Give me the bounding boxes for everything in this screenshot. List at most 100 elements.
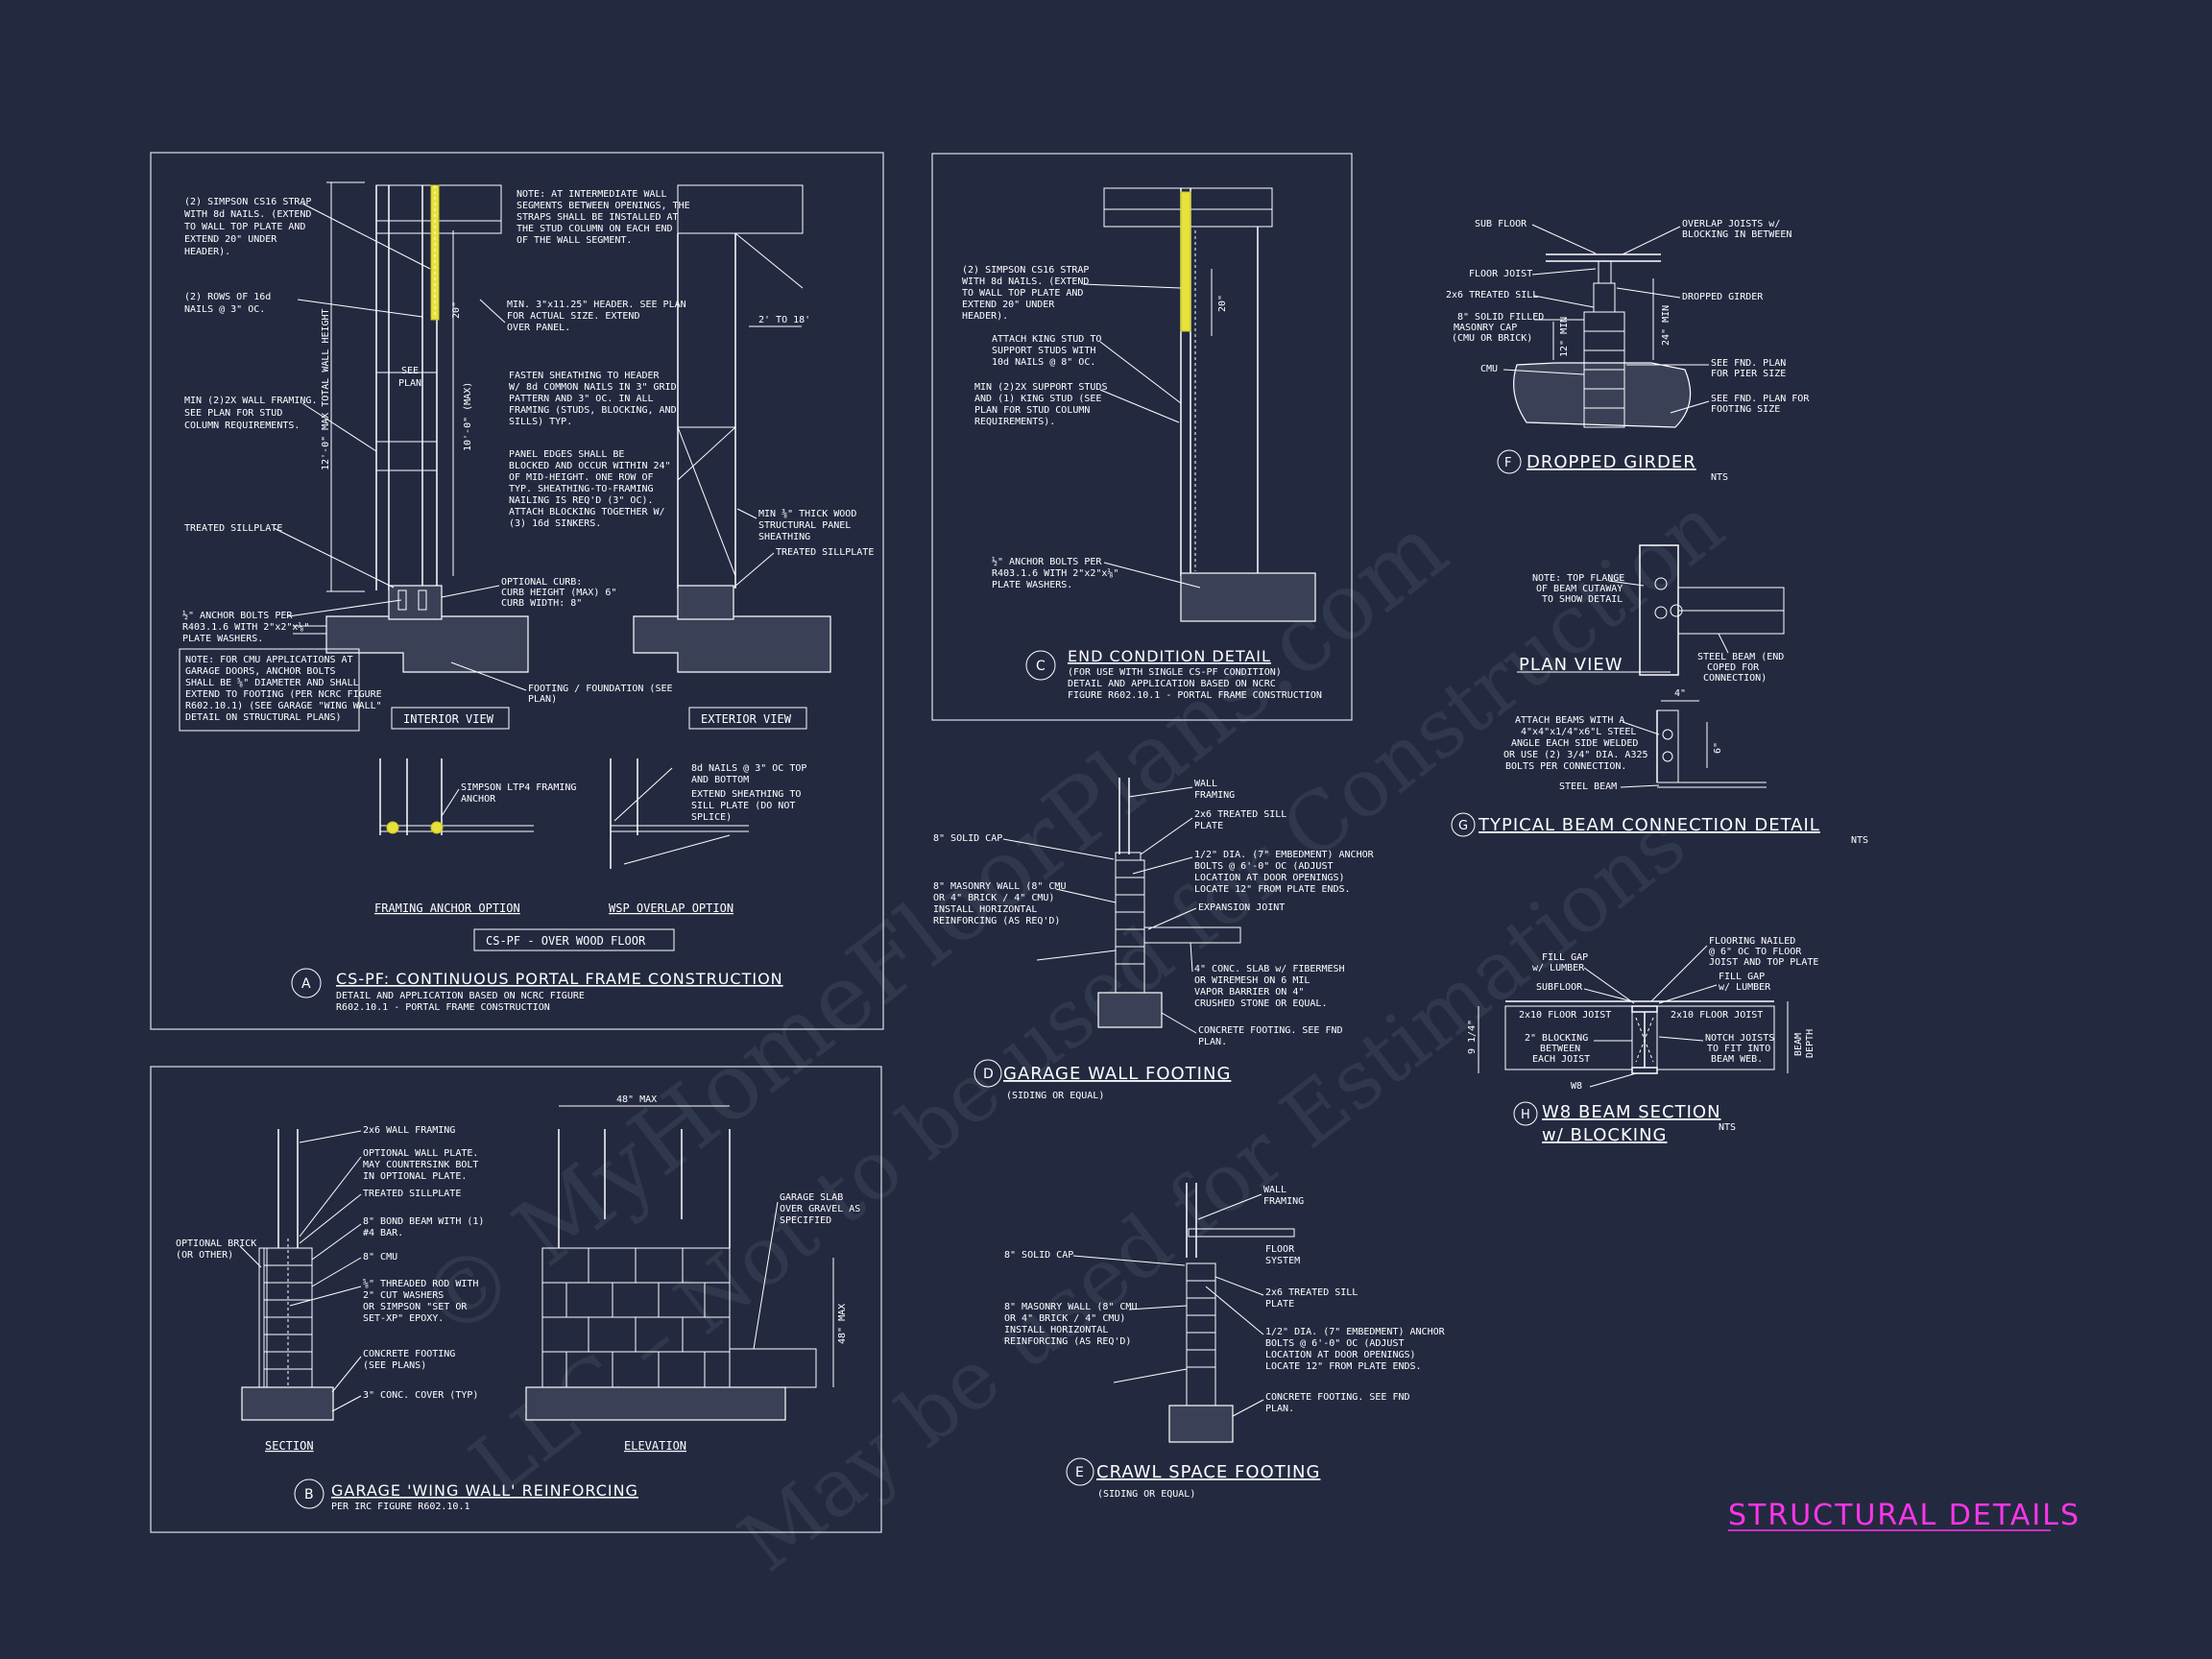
- svg-text:PLAN FOR STUD COLUMN: PLAN FOR STUD COLUMN: [974, 405, 1090, 416]
- svg-text:OR 4" BRICK / 4" CMU): OR 4" BRICK / 4" CMU): [933, 893, 1054, 903]
- note-curb-a: OPTIONAL CURB: CURB HEIGHT (MAX) 6" CURB…: [501, 577, 616, 609]
- note-g-top: NOTE: TOP FLANGE OF BEAM CUTAWAY TO SHOW…: [1532, 573, 1624, 605]
- dim-g-4: 4": [1674, 688, 1686, 699]
- svg-text:MASONRY CAP: MASONRY CAP: [1454, 323, 1517, 333]
- note-f-cap: 8" SOLID FILLED MASONRY CAP (CMU OR BRIC…: [1452, 312, 1544, 344]
- svg-text:ANCHOR: ANCHOR: [461, 794, 496, 805]
- dim-2-to-18: 2' TO 18': [758, 315, 810, 325]
- svg-text:PLATE WASHERS.: PLATE WASHERS.: [182, 634, 263, 644]
- svg-text:4"x4"x1/4"x6"L STEEL: 4"x4"x1/4"x6"L STEEL: [1521, 727, 1636, 737]
- svg-text:(CMU OR BRICK): (CMU OR BRICK): [1452, 333, 1532, 344]
- note-ltp4: SIMPSON LTP4 FRAMING ANCHOR: [461, 782, 576, 805]
- note-f-sill: 2x6 TREATED SILL: [1446, 290, 1538, 301]
- note-cmu-a: NOTE: FOR CMU APPLICATIONS AT GARAGE DOO…: [185, 655, 382, 723]
- svg-text:OR 4" BRICK / 4" CMU): OR 4" BRICK / 4" CMU): [1004, 1313, 1125, 1324]
- note-e-floor: FLOOR SYSTEM: [1265, 1244, 1300, 1266]
- svg-text:SEE FND. PLAN FOR: SEE FND. PLAN FOR: [1711, 394, 1810, 404]
- detail-a-subtitle-2: R602.10.1 - PORTAL FRAME CONSTRUCTION: [336, 1002, 550, 1013]
- note-d-expansion: EXPANSION JOINT: [1198, 902, 1285, 913]
- svg-text:OVER PANEL.: OVER PANEL.: [507, 323, 570, 333]
- svg-text:OR WIREMESH ON 6 MIL: OR WIREMESH ON 6 MIL: [1194, 975, 1310, 986]
- svg-text:2x6 TREATED SILL: 2x6 TREATED SILL: [1194, 809, 1286, 820]
- svg-text:R403.1.6 WITH 2"x2"x⅛": R403.1.6 WITH 2"x2"x⅛": [182, 621, 309, 633]
- svg-text:PLAN): PLAN): [528, 694, 557, 705]
- svg-text:SILLS) TYP.: SILLS) TYP.: [509, 417, 572, 427]
- svg-text:OVER GRAVEL AS: OVER GRAVEL AS: [780, 1204, 860, 1214]
- svg-text:SHEATHING: SHEATHING: [758, 532, 810, 542]
- svg-text:FILL GAP: FILL GAP: [1542, 952, 1588, 963]
- detail-c-subtitle-2: DETAIL AND APPLICATION BASED ON NCRC: [1068, 679, 1276, 689]
- detail-f-letter-circle: [1497, 449, 1522, 474]
- svg-text:STRUCTURAL PANEL: STRUCTURAL PANEL: [758, 520, 851, 531]
- detail-g: PLAN VIEW NOTE: TOP FLANGE OF BEAM CUTAW…: [1451, 544, 1868, 846]
- svg-text:EACH JOIST: EACH JOIST: [1532, 1054, 1590, 1065]
- svg-text:OPTIONAL BRICK: OPTIONAL BRICK: [176, 1238, 256, 1249]
- detail-b: 48" MAX 48" MAX 2x6 WALL FRAMING OPTIONA…: [176, 1094, 860, 1512]
- see-plan-2: PLAN: [398, 378, 421, 389]
- note-b-cover: 3" CONC. COVER (TYP): [363, 1390, 478, 1401]
- note-f-subfloor: SUB FLOOR: [1475, 219, 1527, 229]
- svg-text:DEPTH: DEPTH: [1805, 1029, 1815, 1058]
- note-king-c: ATTACH KING STUD TO SUPPORT STUDS WITH 1…: [992, 334, 1101, 368]
- note-e-bolts: 1/2" DIA. (7" EMBEDMENT) ANCHOR BOLTS @ …: [1265, 1327, 1446, 1372]
- svg-text:NOTE: TOP FLANGE: NOTE: TOP FLANGE: [1532, 573, 1624, 584]
- svg-text:THE STUD COLUMN ON EACH END: THE STUD COLUMN ON EACH END: [517, 224, 673, 234]
- detail-b-subtitle: PER IRC FIGURE R602.10.1: [331, 1502, 470, 1512]
- svg-text:MAY COUNTERSINK BOLT: MAY COUNTERSINK BOLT: [363, 1160, 478, 1170]
- svg-text:FILL GAP: FILL GAP: [1719, 972, 1765, 982]
- note-header-a: MIN. 3"x11.25" HEADER. SEE PLAN FOR ACTU…: [507, 300, 686, 333]
- note-d-sill: 2x6 TREATED SILL PLATE: [1194, 809, 1286, 831]
- svg-text:LOCATION AT DOOR OPENINGS): LOCATION AT DOOR OPENINGS): [1265, 1350, 1416, 1360]
- svg-text:MIN (2)2X SUPPORT STUDS: MIN (2)2X SUPPORT STUDS: [974, 382, 1107, 393]
- dim-f-24: 24" MIN: [1661, 305, 1671, 346]
- svg-text:PLAN.: PLAN.: [1198, 1037, 1227, 1047]
- note-b-wall-plate: OPTIONAL WALL PLATE. MAY COUNTERSINK BOL…: [363, 1148, 478, 1182]
- svg-text:SEE FND. PLAN: SEE FND. PLAN: [1711, 358, 1786, 369]
- svg-text:FRAMING: FRAMING: [1194, 790, 1235, 801]
- detail-e-letter-circle: [1066, 1457, 1094, 1486]
- note-d-wall: WALL FRAMING: [1194, 779, 1235, 801]
- svg-text:SYSTEM: SYSTEM: [1265, 1256, 1300, 1266]
- svg-text:R403.1.6 WITH 2"x2"x⅛": R403.1.6 WITH 2"x2"x⅛": [992, 567, 1118, 579]
- svg-text:PATTERN AND 3" OC. IN ALL: PATTERN AND 3" OC. IN ALL: [509, 394, 654, 404]
- svg-text:REINFORCING (AS REQ'D): REINFORCING (AS REQ'D): [933, 916, 1060, 926]
- svg-text:FOOTING / FOUNDATION (SEE: FOOTING / FOUNDATION (SEE: [528, 684, 673, 694]
- svg-text:NOTE: FOR CMU APPLICATIONS AT: NOTE: FOR CMU APPLICATIONS AT: [185, 655, 353, 665]
- note-b-sillplate: TREATED SILLPLATE: [363, 1189, 461, 1199]
- svg-text:CONCRETE FOOTING. SEE FND: CONCRETE FOOTING. SEE FND: [1265, 1392, 1410, 1403]
- note-d-cap: 8" SOLID CAP: [933, 833, 1002, 844]
- svg-text:1/2" DIA. (7" EMBEDMENT) ANCHO: 1/2" DIA. (7" EMBEDMENT) ANCHOR: [1194, 850, 1375, 860]
- svg-text:COLUMN REQUIREMENTS.: COLUMN REQUIREMENTS.: [184, 421, 300, 431]
- svg-text:SUPPORT STUDS WITH: SUPPORT STUDS WITH: [992, 346, 1095, 356]
- detail-e-title: CRAWL SPACE FOOTING: [1096, 1462, 1320, 1482]
- svg-text:OR SIMPSON "SET OR: OR SIMPSON "SET OR: [363, 1302, 468, 1312]
- svg-text:EXTEND TO FOOTING (PER NCRC FI: EXTEND TO FOOTING (PER NCRC FIGURE: [185, 689, 382, 700]
- detail-h-title-1: W8 BEAM SECTION: [1542, 1102, 1721, 1122]
- note-b-slab: GARAGE SLAB OVER GRAVEL AS SPECIFIED: [780, 1192, 860, 1226]
- label-section: SECTION: [265, 1439, 314, 1453]
- svg-text:(2) SIMPSON CS16 STRAP: (2) SIMPSON CS16 STRAP: [184, 197, 311, 207]
- svg-text:WALL: WALL: [1194, 779, 1217, 789]
- svg-text:CONNECTION): CONNECTION): [1703, 673, 1767, 684]
- svg-text:FRAMING: FRAMING: [1263, 1196, 1304, 1207]
- svg-text:NAILING IS REQ'D (3" OC).: NAILING IS REQ'D (3" OC).: [509, 495, 654, 506]
- svg-text:TO WALL TOP PLATE AND: TO WALL TOP PLATE AND: [184, 222, 305, 232]
- detail-g-title: TYPICAL BEAM CONNECTION DETAIL: [1478, 815, 1820, 835]
- note-framing-a: MIN (2)2X WALL FRAMING. SEE PLAN FOR STU…: [184, 396, 317, 431]
- svg-text:SEE PLAN FOR STUD: SEE PLAN FOR STUD: [184, 408, 282, 419]
- svg-text:SIMPSON LTP4 FRAMING: SIMPSON LTP4 FRAMING: [461, 782, 576, 793]
- detail-a-subtitle-1: DETAIL AND APPLICATION BASED ON NCRC FIG…: [336, 991, 585, 1001]
- detail-f-nts: NTS: [1711, 472, 1728, 483]
- svg-text:(2) ROWS OF 16d: (2) ROWS OF 16d: [184, 292, 271, 302]
- note-b-bond-beam: 8" BOND BEAM WITH (1) #4 BAR.: [363, 1216, 484, 1238]
- svg-text:SILL PLATE (DO NOT: SILL PLATE (DO NOT: [691, 801, 795, 811]
- note-h-flooring: FLOORING NAILED @ 6" OC TO FLOOR JOIST A…: [1709, 936, 1818, 968]
- svg-text:OR USE (2) 3/4" DIA. A325: OR USE (2) 3/4" DIA. A325: [1503, 750, 1648, 760]
- detail-c-subtitle-3: FIGURE R602.10.1 - PORTAL FRAME CONSTRUC…: [1068, 690, 1322, 701]
- svg-text:W/ 8d COMMON NAILS IN 3" GRID: W/ 8d COMMON NAILS IN 3" GRID: [509, 382, 677, 393]
- svg-text:REQUIREMENTS).: REQUIREMENTS).: [974, 417, 1055, 427]
- svg-text:STRAPS SHALL BE INSTALLED AT: STRAPS SHALL BE INSTALLED AT: [517, 212, 679, 223]
- detail-h-letter-circle: [1513, 1101, 1538, 1126]
- svg-text:VAPOR BARRIER ON 4": VAPOR BARRIER ON 4": [1194, 987, 1304, 998]
